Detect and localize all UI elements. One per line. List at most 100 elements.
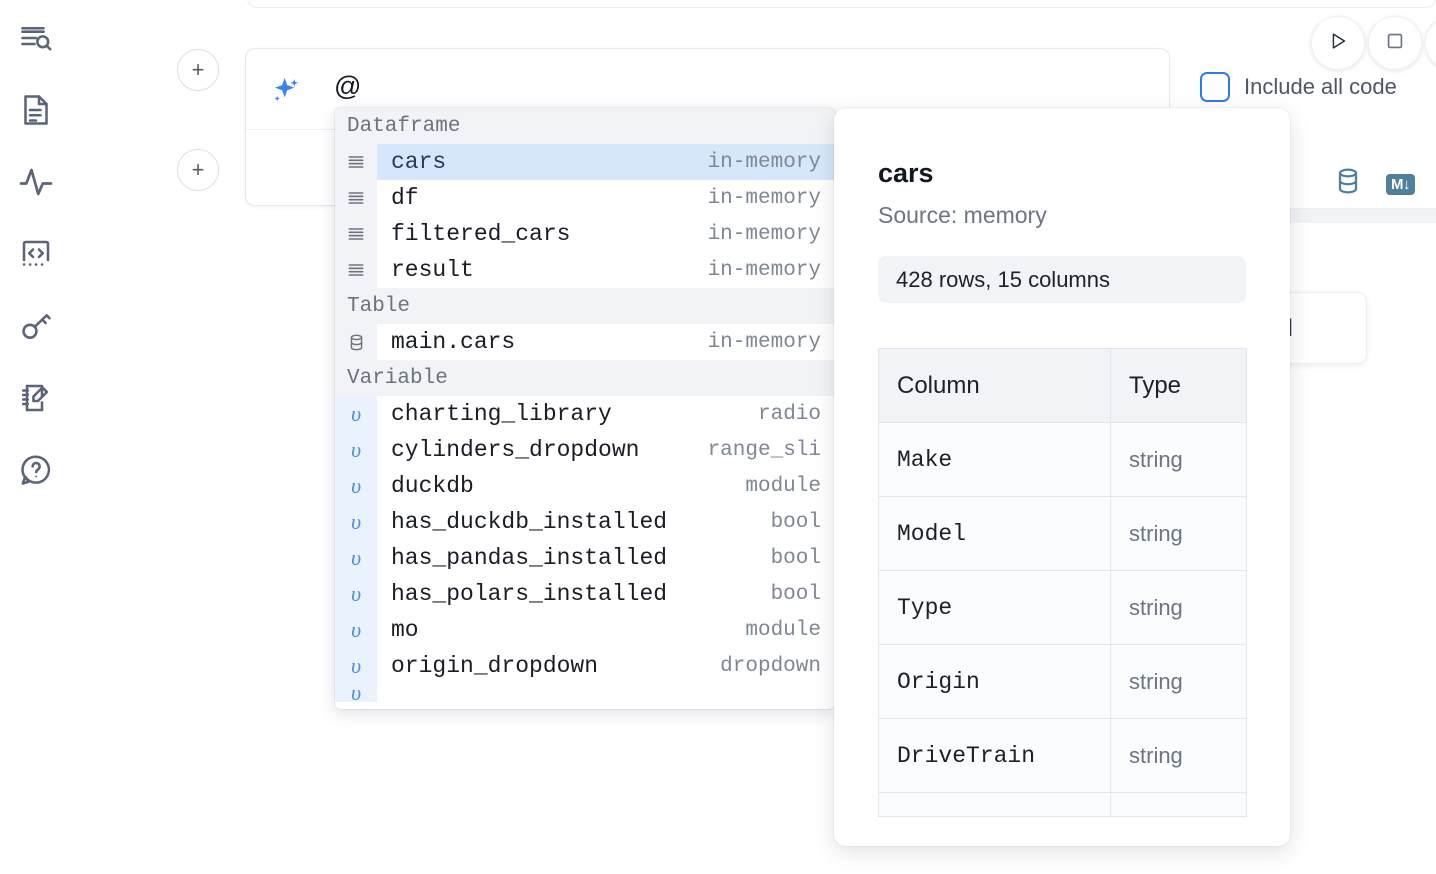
cell-column-type: string (1110, 422, 1247, 497)
sidebar-item-files[interactable] (12, 88, 60, 136)
preview-source: Source: memory (878, 202, 1047, 228)
play-triangle-icon (1327, 30, 1349, 57)
overflow-button[interactable] (1425, 16, 1436, 70)
autocomplete-item[interactable]: result in-memory (335, 252, 835, 288)
autocomplete-item-name: result (391, 257, 474, 283)
variable-v-icon: υ (335, 504, 377, 540)
autocomplete-item-type: in-memory (707, 150, 821, 174)
variable-v-icon: υ (335, 396, 377, 432)
autocomplete-item-name: duckdb (391, 473, 474, 499)
sidebar-item-explore-search[interactable] (12, 16, 60, 64)
notebook-edit-icon (18, 380, 54, 421)
autocomplete-item-type: bool (770, 546, 821, 570)
autocomplete-item[interactable]: cars in-memory (335, 144, 835, 180)
add-cell-button-bottom[interactable]: + (177, 149, 219, 191)
run-button[interactable] (1311, 16, 1365, 70)
variable-v-icon: υ (335, 684, 377, 702)
activity-pulse-icon (18, 164, 54, 205)
cell-column-type: string (1110, 496, 1247, 571)
dataframe-rows-icon (335, 144, 377, 180)
sidebar-item-help[interactable] (12, 448, 60, 496)
variable-v-icon: υ (335, 612, 377, 648)
table-row-partial (878, 792, 1247, 817)
preview-title: cars (878, 158, 934, 188)
autocomplete-item-type: radio (757, 402, 821, 426)
cell-column-name (878, 792, 1111, 817)
sidebar-item-scratchpad[interactable] (12, 376, 60, 424)
variable-v-icon: υ (335, 648, 377, 684)
autocomplete-dropdown[interactable]: Dataframe cars in-memory df in-memory filtere… (335, 108, 835, 709)
autocomplete-item-type: module (745, 474, 821, 498)
cell-divider (1192, 208, 1436, 209)
autocomplete-item-name: cylinders_dropdown (391, 437, 640, 463)
dataframe-rows-icon (335, 252, 377, 288)
include-all-code-control[interactable]: Include all code (1200, 72, 1397, 102)
autocomplete-item-name: has_polars_installed (391, 581, 668, 607)
autocomplete-item-name: has_pandas_installed (391, 545, 668, 571)
cell-column-name: DriveTrain (878, 718, 1111, 793)
cell-column-type: string (1110, 718, 1247, 793)
variable-v-icon: υ (335, 540, 377, 576)
markdown-badge-icon[interactable]: M↓ (1386, 174, 1415, 195)
sidebar-item-secrets[interactable] (12, 304, 60, 352)
autocomplete-item-partial[interactable]: υ (335, 684, 835, 702)
autocomplete-group-header: Dataframe (335, 108, 835, 144)
autocomplete-item[interactable]: υ has_duckdb_installed bool (335, 504, 835, 540)
include-all-code-label: Include all code (1244, 74, 1397, 99)
stop-square-icon (1384, 30, 1406, 57)
database-table-icon (335, 324, 377, 360)
autocomplete-item-name: origin_dropdown (391, 653, 599, 679)
autocomplete-item[interactable]: main.cars in-memory (335, 324, 835, 360)
cell-column-type (1110, 792, 1247, 817)
table-header-row: Column Type (878, 348, 1247, 423)
autocomplete-item[interactable]: υ charting_library radio (335, 396, 835, 432)
autocomplete-item[interactable]: df in-memory (335, 180, 835, 216)
dataframe-preview-panel: cars Source: memory 428 rows, 15 columns… (834, 108, 1290, 846)
database-sql-icon[interactable] (1333, 166, 1363, 201)
help-question-icon (18, 452, 54, 493)
sidebar-item-activity[interactable] (12, 160, 60, 208)
key-secrets-icon (18, 308, 54, 349)
ai-prompt-input-value[interactable]: @ (334, 71, 362, 101)
autocomplete-item-name: main.cars (391, 329, 516, 355)
variable-v-icon: υ (335, 468, 377, 504)
autocomplete-item-name: mo (391, 617, 419, 643)
column-header-type: Type (1110, 348, 1247, 423)
add-cell-button-top[interactable]: + (177, 49, 219, 91)
previous-cell-partial (247, 0, 1436, 8)
include-all-code-checkbox[interactable] (1200, 72, 1230, 102)
autocomplete-item-name: cars (391, 149, 447, 175)
cell-column-name: Origin (878, 644, 1111, 719)
autocomplete-item-name: has_duckdb_installed (391, 509, 668, 535)
autocomplete-item[interactable]: υ has_pandas_installed bool (335, 540, 835, 576)
autocomplete-item-type: bool (770, 510, 821, 534)
autocomplete-item-name: charting_library (391, 401, 612, 427)
dataframe-rows-icon (335, 216, 377, 252)
plus-icon: + (191, 57, 205, 82)
autocomplete-item-type: module (745, 618, 821, 642)
stop-button[interactable] (1368, 16, 1422, 70)
code-snippet-icon (18, 236, 54, 277)
autocomplete-item-type: in-memory (707, 258, 821, 282)
cell-column-name: Model (878, 496, 1111, 571)
autocomplete-item-name: df (391, 185, 419, 211)
sidebar-item-snippets[interactable] (12, 232, 60, 280)
variable-v-icon: υ (335, 576, 377, 612)
autocomplete-item-type: in-memory (707, 330, 821, 354)
ai-sparkles-icon (270, 75, 302, 107)
cell-column-name: Make (878, 422, 1111, 497)
autocomplete-item-type: in-memory (707, 186, 821, 210)
column-header-column: Column (878, 348, 1111, 423)
autocomplete-item-type: range_sli (707, 438, 821, 462)
